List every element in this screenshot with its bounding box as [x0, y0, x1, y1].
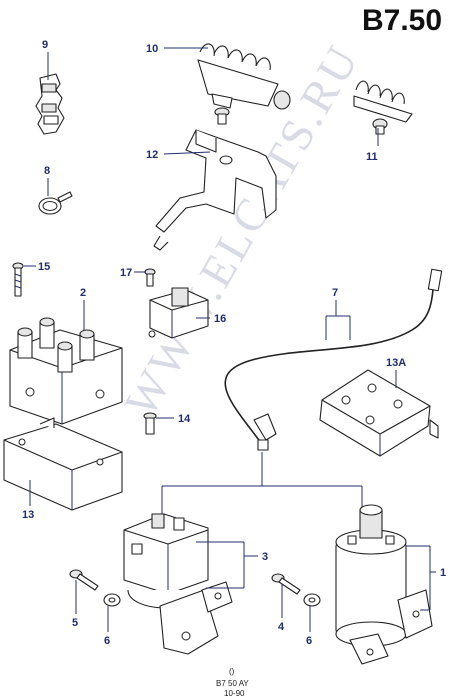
callout-14: 14: [178, 413, 191, 425]
callout-6-left: 6: [104, 635, 110, 647]
callout-3: 3: [262, 551, 268, 563]
callout-15: 15: [38, 261, 50, 273]
part-3-ignition-coil: [123, 513, 233, 655]
callout-8: 8: [44, 165, 50, 177]
callout-13a: 13A: [386, 357, 406, 369]
part-10-lead-holder: [197, 43, 291, 125]
part-16-module: [148, 287, 209, 339]
caption-symbol: (): [229, 667, 235, 676]
callout-9: 9: [42, 39, 48, 51]
callout-7: 7: [332, 287, 338, 299]
callout-labels: 9 10 11 12 8 15 17 2 16 7 13A 14 13 3 1 …: [22, 39, 446, 647]
part-8-hose-clip: [38, 191, 73, 215]
leader-lines: [24, 47, 436, 632]
callout-5: 5: [72, 617, 78, 629]
caption-date: 10-90: [224, 689, 245, 698]
part-7-ht-lead: [224, 268, 443, 451]
callout-1: 1: [440, 567, 446, 579]
part-13a-bracket: [319, 369, 439, 457]
callout-17: 17: [120, 267, 132, 279]
callout-12: 12: [146, 149, 158, 161]
callout-2: 2: [80, 287, 86, 299]
part-9-clip: [35, 73, 65, 135]
part-5-bolt: [69, 569, 99, 591]
part-6-washer-right: [303, 593, 321, 607]
callout-10: 10: [146, 43, 158, 55]
caption-code: B7 50 AY: [216, 679, 249, 688]
part-12-bracket: [153, 129, 277, 251]
part-14-screw: [143, 412, 157, 435]
callout-6-right: 6: [306, 635, 312, 647]
callout-13: 13: [22, 509, 34, 521]
page-code: B7.50: [362, 4, 442, 37]
grouping-lines: [161, 452, 363, 514]
part-2-coil-pack: [9, 317, 123, 425]
callout-4: 4: [278, 621, 285, 633]
part-1-ignition-coil: [335, 504, 433, 665]
part-4-bolt: [271, 573, 301, 595]
part-15-bolt: [12, 262, 24, 297]
drawing-caption: () B7 50 AY 10-90: [216, 667, 249, 698]
callout-16: 16: [214, 313, 226, 325]
part-17-screw: [144, 268, 156, 287]
part-11-lead-holder: [353, 80, 413, 135]
part-13-bracket: [3, 417, 123, 511]
part-6-washer-left: [103, 593, 121, 607]
callout-11: 11: [366, 151, 378, 163]
